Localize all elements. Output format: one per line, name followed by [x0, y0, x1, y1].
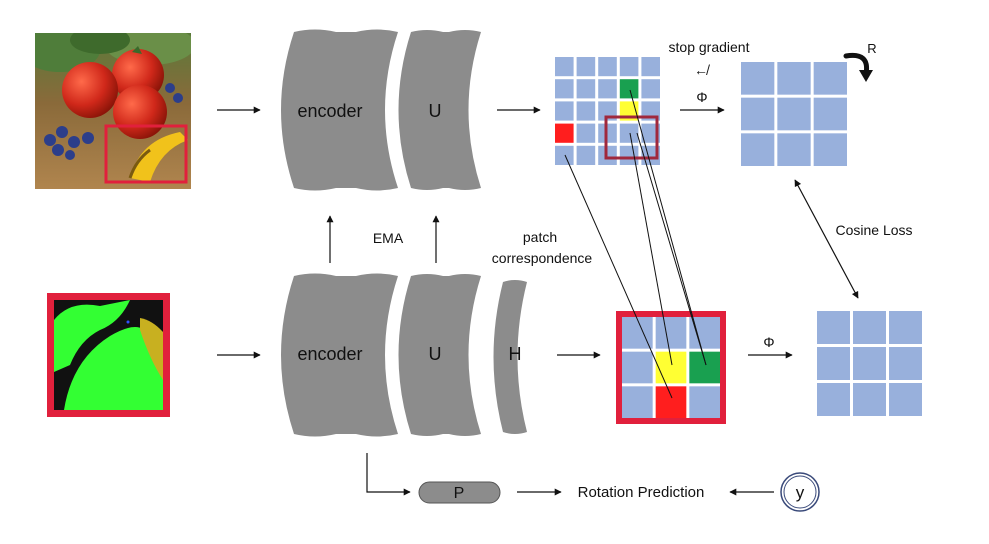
output-grid-cell [817, 383, 850, 416]
target-grid-cell [741, 133, 775, 166]
target-grid [741, 62, 847, 166]
top-grid-cell-green [619, 79, 639, 99]
augmented-crop [47, 293, 170, 417]
stop-gradient-arrow: ↚ [694, 62, 710, 78]
y-node [780, 472, 820, 512]
top-grid-cell [555, 57, 574, 77]
p-label: P [454, 485, 465, 502]
top-grid-cell [641, 57, 660, 77]
h-label: H [509, 344, 522, 364]
top-grid-cell [555, 145, 574, 165]
top-grid-selection-box [604, 115, 659, 160]
top-grid-cell-red [555, 123, 574, 143]
target-grid-cell [813, 62, 847, 95]
output-grid-cell [817, 347, 850, 380]
top-grid-cell [598, 79, 617, 99]
bottom-patch-grid [622, 317, 720, 418]
target-grid-cell [777, 62, 811, 95]
bottom-grid-cell-yellow [655, 351, 687, 384]
target-grid-cell [741, 62, 775, 95]
bottom-grid-cell [689, 386, 720, 418]
encoder-block-bottom [281, 273, 398, 437]
top-grid-cell [619, 57, 639, 77]
output-grid [817, 311, 922, 416]
output-grid-cell [889, 347, 922, 380]
p-block [418, 481, 501, 504]
patch-label: patch [523, 229, 557, 245]
rotation-icon [843, 52, 873, 82]
rotation-r-label: R [867, 41, 876, 56]
output-grid-cell [853, 347, 886, 380]
y-label: y [796, 483, 805, 502]
bottom-grid-cell-red [655, 386, 687, 418]
output-grid-cell [853, 311, 886, 344]
u-block-bottom [398, 274, 481, 436]
u-top-label: U [429, 101, 442, 121]
correspondence-line-yellow [629, 132, 673, 366]
stop-gradient-label: stop gradient [669, 39, 750, 55]
top-grid-cell [641, 123, 660, 143]
target-grid-cell [813, 133, 847, 166]
correspondence-line-red [564, 154, 673, 399]
phi-top-label: Φ [696, 89, 707, 105]
encoder-top-label: encoder [297, 101, 362, 121]
phi-bottom-label: Φ [763, 334, 774, 350]
top-grid-cell [576, 123, 596, 143]
u-bottom-label: U [429, 344, 442, 364]
bottom-grid-cell-green [689, 351, 720, 384]
cosine-loss-label: Cosine Loss [835, 222, 912, 238]
h-block [493, 280, 527, 434]
output-grid-cell [889, 311, 922, 344]
correspondence-lines [564, 89, 707, 399]
top-grid-cell [619, 123, 639, 143]
target-grid-cell [741, 97, 775, 131]
top-grid-cell [641, 145, 660, 165]
rotation-prediction-label: Rotation Prediction [578, 484, 705, 501]
arrow-encoder-to-p [366, 453, 411, 496]
encoder-block-top [281, 29, 398, 191]
target-grid-cell [777, 97, 811, 131]
u-block-top [398, 30, 481, 190]
top-grid-cell [598, 57, 617, 77]
input-photo [35, 33, 191, 189]
arrow-cosine-loss [794, 179, 859, 299]
top-grid-cell [555, 101, 574, 121]
top-grid-cell [555, 79, 574, 99]
top-grid-cell [576, 101, 596, 121]
target-grid-cell [813, 97, 847, 131]
ema-label: EMA [373, 230, 404, 246]
output-grid-cell [853, 383, 886, 416]
bottom-grid-cell [622, 351, 653, 384]
top-grid-cell [576, 79, 596, 99]
output-grid-cell [889, 383, 922, 416]
correspondence-line-green [629, 89, 707, 366]
top-grid-cell [576, 57, 596, 77]
top-grid-cell [641, 79, 660, 99]
correspondence-line-extra [636, 132, 707, 366]
encoder-bottom-label: encoder [297, 344, 362, 364]
target-grid-cell [777, 133, 811, 166]
top-grid-cell [576, 145, 596, 165]
top-grid-cell [619, 145, 639, 165]
bottom-grid-cell [655, 317, 687, 349]
correspondence-label: correspondence [492, 250, 593, 266]
output-grid-cell [817, 311, 850, 344]
bottom-grid-cell [622, 386, 653, 418]
crop-region-marker [104, 124, 188, 184]
